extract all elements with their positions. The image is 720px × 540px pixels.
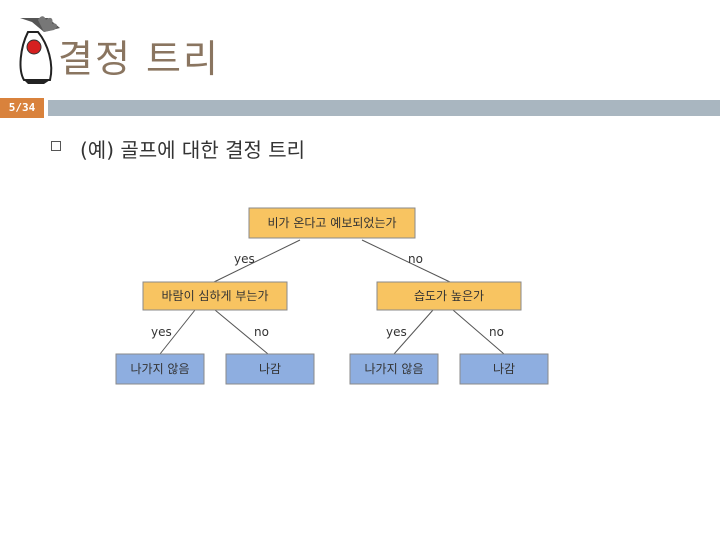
right-internal-node: 습도가 높은가 xyxy=(376,281,522,311)
leaf-node-3-label: 나가지 않음 xyxy=(364,362,423,376)
root-node: 비가 온다고 예보되었는가 xyxy=(248,207,416,239)
edge-label-root-no: no xyxy=(408,252,423,266)
left-node-label: 바람이 심하게 부는가 xyxy=(162,289,269,303)
leaf-node-3: 나가지 않음 xyxy=(349,353,439,385)
leaf-node-2-label: 나감 xyxy=(259,362,281,376)
right-node-label: 습도가 높은가 xyxy=(414,289,484,303)
left-internal-node: 바람이 심하게 부는가 xyxy=(142,281,288,311)
page-number-badge: 5/34 xyxy=(0,98,44,118)
java-duke-mascot-icon xyxy=(19,16,60,84)
leaf-node-4: 나감 xyxy=(459,353,549,385)
root-node-label: 비가 온다고 예보되었는가 xyxy=(267,216,396,230)
leaf-node-2: 나감 xyxy=(225,353,315,385)
edge-label-left-no: no xyxy=(254,325,269,339)
leaf-node-1-label: 나가지 않음 xyxy=(130,362,189,376)
edge-left-right xyxy=(214,309,269,355)
leaf-node-1: 나가지 않음 xyxy=(115,353,205,385)
leaf-node-4-label: 나감 xyxy=(493,362,515,376)
bullet-square-icon xyxy=(51,141,61,151)
slide-title: 결정 트리 xyxy=(58,37,220,81)
edge-right-right xyxy=(452,309,505,355)
edge-right-left xyxy=(393,309,434,355)
edge-root-right xyxy=(361,239,451,283)
edge-label-root-yes: yes xyxy=(234,252,255,266)
edge-label-right-no: no xyxy=(489,325,504,339)
edge-root-left xyxy=(213,239,301,283)
edge-label-left-yes: yes xyxy=(151,325,172,339)
header-divider-bar xyxy=(48,100,720,116)
bullet-text: (예) 골프에 대한 결정 트리 xyxy=(80,138,306,162)
edge-left-left xyxy=(159,309,196,355)
edge-label-right-yes: yes xyxy=(386,325,407,339)
